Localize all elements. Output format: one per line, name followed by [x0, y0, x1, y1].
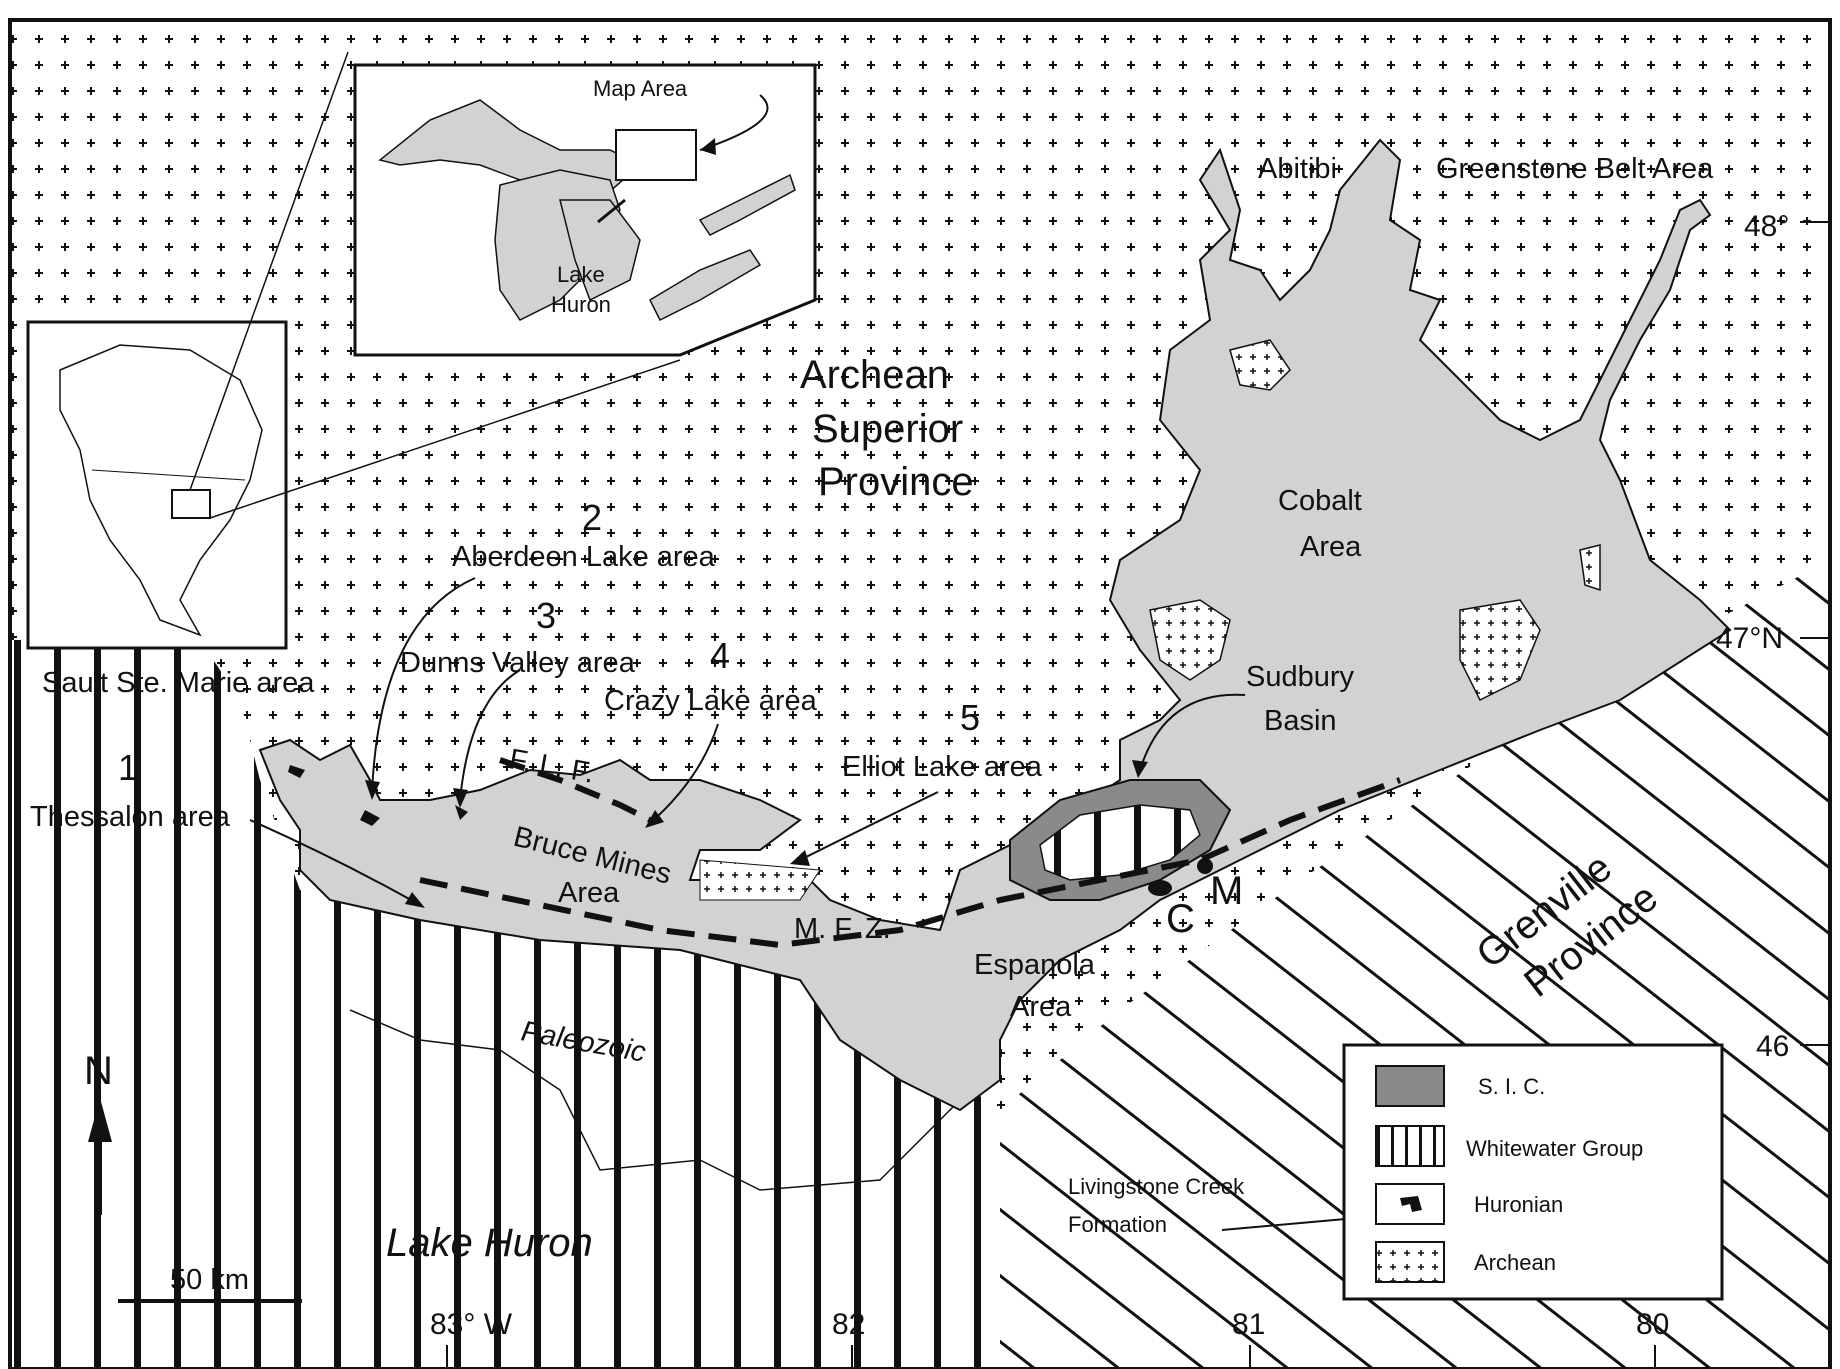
area-5-name: Elliot Lake area: [842, 751, 1043, 783]
legend-label-sic: S. I. C.: [1478, 1074, 1545, 1099]
point-m-marker: [1197, 858, 1213, 874]
archean-label-3: Province: [818, 460, 974, 504]
area-4-name: Crazy Lake area: [604, 685, 818, 717]
abitibi-label: Abitibi: [1258, 153, 1337, 185]
lon-83-label: 83° W: [430, 1308, 513, 1341]
archean-window-2: [1149, 599, 1231, 681]
inset-lake-label-2: Huron: [551, 292, 611, 317]
archean-window-1: [1229, 339, 1291, 391]
espanola-label-2: Area: [1010, 991, 1072, 1023]
arrow-sudbury: [1139, 693, 1246, 771]
flf-fault: [499, 757, 652, 823]
area-3-number: 3: [536, 595, 556, 636]
cobalt-label-1: Cobalt: [1278, 485, 1362, 517]
north-america-inset: [26, 51, 681, 650]
sudbury-label-2: Basin: [1264, 705, 1337, 737]
scale-bar: 50 km: [118, 1264, 302, 1303]
legend-huronian-symbol: [1400, 1196, 1422, 1212]
archean-window-3: [1459, 599, 1541, 702]
area-5-number: 5: [960, 697, 980, 738]
legend-label-archean: Archean: [1474, 1250, 1556, 1275]
whitewater-basin: [1039, 804, 1201, 881]
north-arrow: N: [84, 1049, 113, 1215]
area-1-name: Thessalon area: [30, 801, 231, 833]
espanola-label-1: Espanola: [974, 949, 1096, 981]
cobalt-label-2: Area: [1300, 531, 1362, 563]
archean-window-4: [1579, 544, 1601, 592]
mfz-fault: [419, 777, 1402, 949]
area-3-name: Dunns Valley area: [400, 647, 636, 679]
lake-huron-label: Lake Huron: [386, 1221, 593, 1265]
arrow-area-4: [647, 723, 719, 826]
legend: S. I. C. Whitewater Group Huronian Arche…: [1342, 1043, 1724, 1301]
archean-label-2: Superior: [812, 407, 963, 451]
lat-46-label: 46: [1756, 1030, 1789, 1063]
archean-window-5: [699, 859, 821, 901]
arrow-area-3: [459, 669, 521, 801]
livingstone-label-2: Formation: [1068, 1212, 1167, 1237]
archean-label-1: Archean: [800, 353, 949, 397]
point-m-label: M: [1210, 869, 1243, 913]
legend-swatch-whitewater: [1375, 1125, 1445, 1167]
arrow-area-1: [249, 819, 421, 906]
inset-lake-label-1: Lake: [557, 262, 605, 287]
point-c-label: C: [1166, 897, 1195, 941]
north-label: N: [84, 1049, 113, 1093]
bruce-mines-label-2: Area: [558, 877, 620, 909]
area-4-number: 4: [710, 635, 730, 676]
lat-48-label: 48°: [1744, 210, 1789, 243]
lat-47-label: 47°N: [1716, 622, 1783, 655]
scale-label: 50 km: [170, 1264, 249, 1296]
arrow-area-5: [799, 791, 939, 861]
legend-label-whitewater: Whitewater Group: [1466, 1136, 1643, 1161]
livingstone-outcrop-1: [288, 765, 305, 778]
livingstone-label-1: Livingstone Creek: [1068, 1174, 1245, 1199]
inset-study-box: [171, 489, 211, 519]
point-c-marker: [1148, 880, 1172, 896]
map-border: [8, 18, 1832, 1369]
area-2-name: Aberdeen Lake area: [452, 541, 716, 573]
shoreline: [349, 1009, 961, 1191]
inset-map-area-label: Map Area: [593, 76, 688, 101]
lon-81-label: 81: [1232, 1308, 1265, 1341]
legend-swatch-sic: [1375, 1065, 1445, 1107]
sudbury-label-1: Sudbury: [1246, 661, 1355, 693]
legend-label-huronian: Huronian: [1474, 1192, 1563, 1217]
legend-swatch-archean: [1375, 1241, 1445, 1283]
inset-map-area-box: [615, 129, 697, 181]
area-1-number: 1: [118, 747, 138, 788]
lon-80-label: 80: [1636, 1308, 1669, 1341]
greenstone-label: Greenstone Belt Area: [1436, 153, 1714, 185]
sault-ste-marie-label: Sault Ste. Marie area: [42, 667, 315, 699]
livingstone-outcrop-2: [360, 810, 380, 826]
livingstone-outcrop-3: [455, 805, 468, 820]
inset-map-area-arrow: [699, 94, 769, 151]
lon-82-label: 82: [832, 1308, 865, 1341]
mfz-label: M. F. Z.: [794, 913, 891, 945]
great-lakes-inset: [353, 63, 817, 357]
huronian-outcrop: [258, 138, 1732, 1112]
area-2-number: 2: [582, 497, 602, 538]
arrow-area-2: [371, 577, 476, 793]
